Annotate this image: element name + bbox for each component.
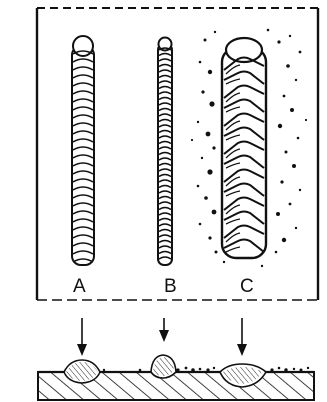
spatter-dot xyxy=(299,51,302,54)
spatter-dot xyxy=(207,169,212,174)
spatter-dot xyxy=(292,164,296,168)
spatter-dot xyxy=(212,210,217,215)
spatter-dot xyxy=(282,238,286,242)
spatter-dot xyxy=(223,261,225,263)
spatter-dot xyxy=(199,61,202,64)
label-c: C xyxy=(240,276,254,297)
spatter-dot xyxy=(295,227,297,229)
spatter-dot xyxy=(276,212,280,216)
weld-bead-a xyxy=(72,36,94,265)
cross-section-bead-a xyxy=(64,360,100,383)
spatter-dot xyxy=(191,139,193,141)
spatter-dot xyxy=(305,119,307,121)
weld-bead-b xyxy=(158,38,172,266)
spatter-dot xyxy=(208,236,211,239)
spatter-dot xyxy=(289,35,291,37)
spatter-dot xyxy=(289,203,292,206)
spatter-dot xyxy=(285,151,288,154)
spatter-dot xyxy=(214,31,216,33)
spatter-dot xyxy=(197,185,200,188)
spatter-dot xyxy=(280,180,283,183)
spatter-dot xyxy=(201,90,204,93)
spatter-dot xyxy=(277,40,280,43)
weld-bead-c xyxy=(222,38,266,258)
spatter-dot xyxy=(299,189,301,191)
spatter-dot xyxy=(204,196,208,200)
spatter-dot xyxy=(297,137,300,140)
spatter-dot xyxy=(290,108,294,112)
label-a: A xyxy=(73,276,86,297)
label-b: B xyxy=(164,276,177,297)
spatter-dot xyxy=(206,132,211,137)
spatter-dot xyxy=(215,251,218,254)
spatter-dot xyxy=(199,223,202,226)
spatter-dot xyxy=(212,146,215,149)
spatter-dot xyxy=(283,95,286,98)
spatter-dot xyxy=(197,121,199,123)
spatter-dot xyxy=(267,29,270,32)
arrow-c xyxy=(237,318,247,356)
spatter-dot xyxy=(278,124,282,128)
spatter-dot xyxy=(275,251,278,254)
arrow-a xyxy=(77,318,87,356)
arrow-b xyxy=(159,318,169,342)
spatter-dot xyxy=(295,79,297,81)
spatter-dot xyxy=(261,265,263,267)
cross-section-bead-b xyxy=(151,355,176,378)
spatter-dot xyxy=(204,39,207,42)
spatter-dot xyxy=(209,101,214,106)
spatter-dot xyxy=(201,157,203,159)
spatter-dot xyxy=(286,64,290,68)
spatter-dot xyxy=(208,70,212,74)
